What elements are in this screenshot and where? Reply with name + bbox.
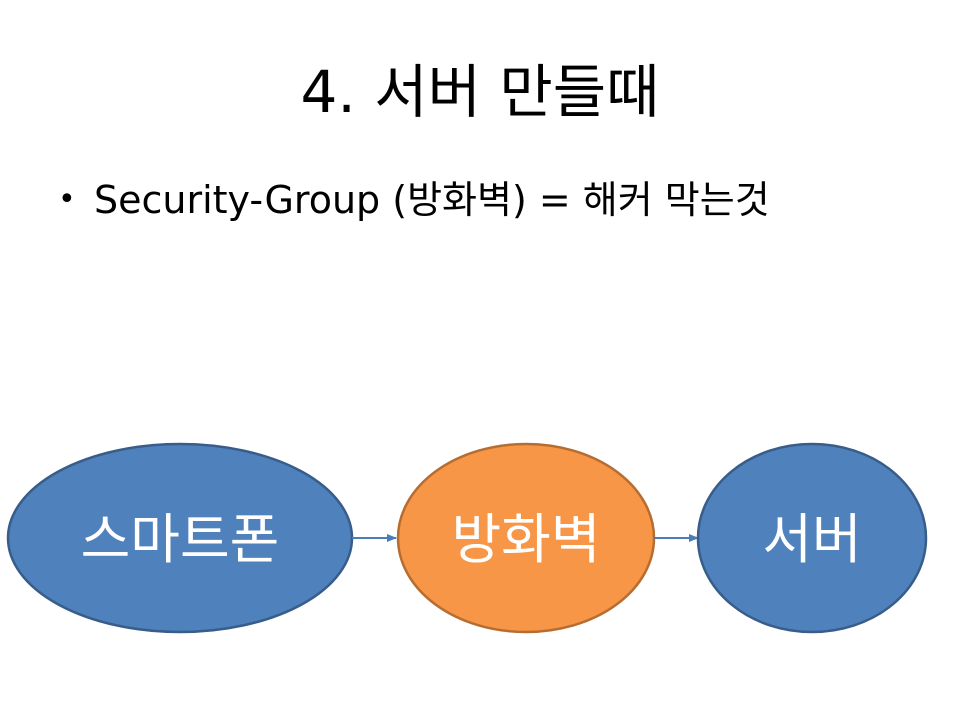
bullet-dot-icon: • xyxy=(58,182,76,217)
slide-title: 4. 서버 만들때 xyxy=(300,58,660,126)
bullet-item: • Security-Group (방화벽) = 해커 막는것 xyxy=(58,172,770,228)
node-server xyxy=(696,442,928,634)
node-smartphone-label: 스마트폰 xyxy=(81,508,280,571)
bullet-text: Security-Group (방화벽) = 해커 막는것 xyxy=(94,178,770,222)
node-server-label: 서버 xyxy=(762,508,861,571)
node-firewall-label: 방화벽 xyxy=(451,508,600,571)
